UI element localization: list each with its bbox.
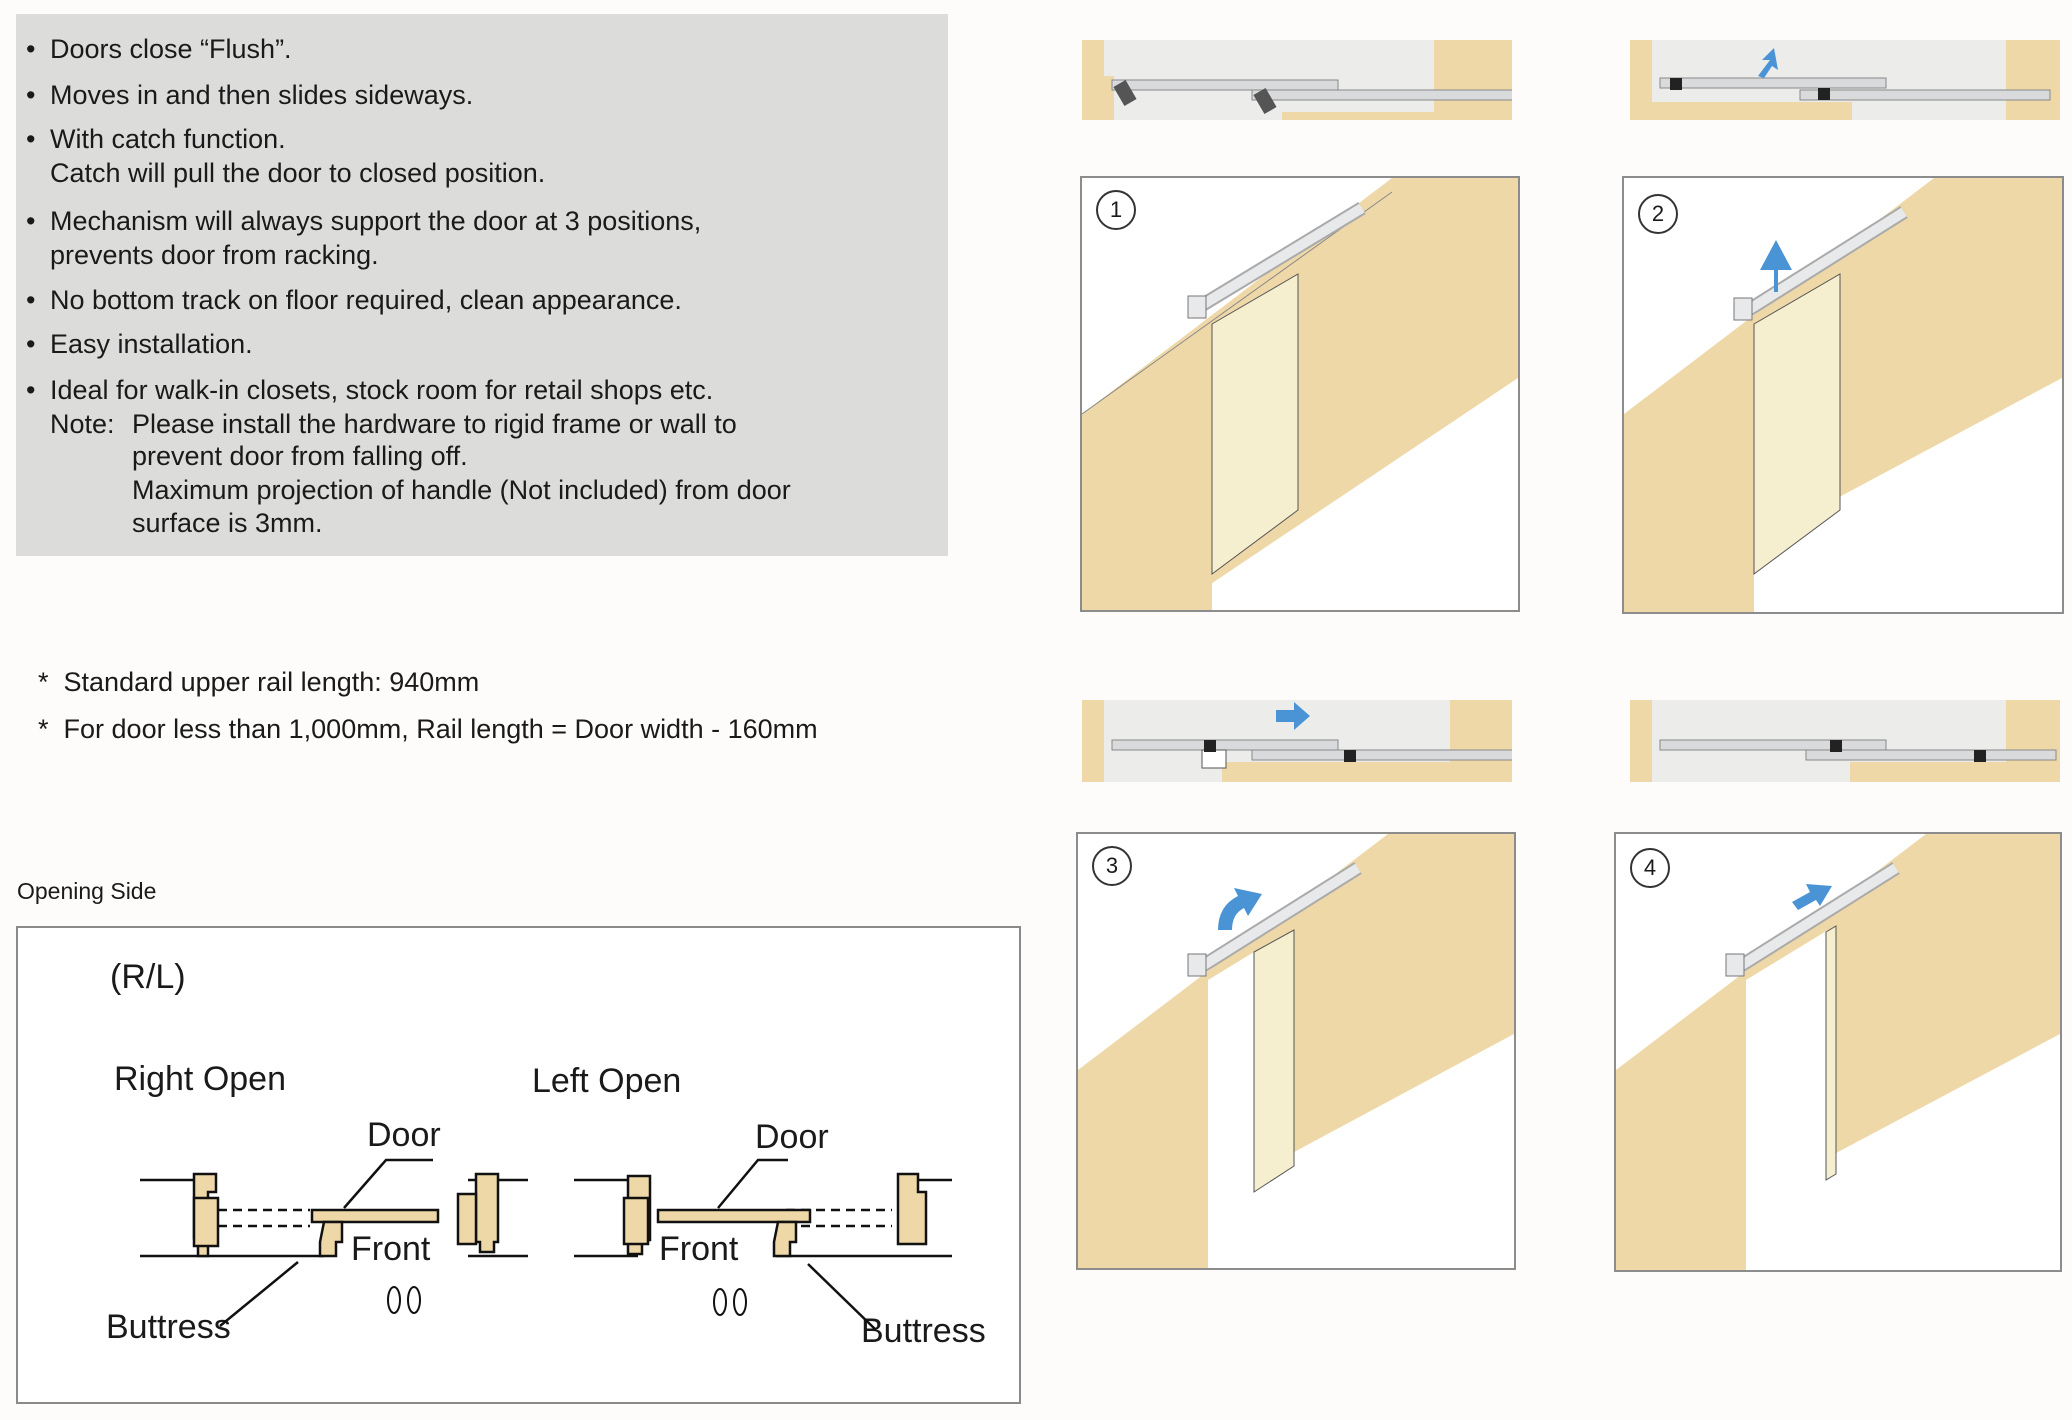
buttress-label: Buttress [106,1308,231,1346]
left-open-title: Left Open [532,1062,682,1100]
door-label: Door [755,1118,829,1156]
door-plan-drawing [140,1158,952,1331]
step-number-3: 3 [1092,846,1132,886]
front-label: Front [351,1230,431,1268]
front-label: Front [659,1230,739,1268]
step-3-plan [1082,700,1512,782]
features-box [16,14,948,556]
feature-text: Mechanism will always support the door a… [50,206,702,236]
right-open-title: Right Open [114,1060,286,1098]
note-label: Note: [50,409,115,439]
door-label: Door [367,1116,441,1154]
spec-text: For door less than 1,000mm, Rail length … [63,714,818,744]
feature-text: With catch function. [50,124,286,154]
note-text: Please install the hardware to rigid fra… [132,409,737,439]
spec-item: * For door less than 1,000mm, Rail lengt… [38,714,818,744]
opening-side-label: Opening Side [17,878,157,904]
note-text: Maximum projection of handle (Not includ… [132,475,791,505]
step-4-panel: 4 [1614,832,2062,1272]
mode-label: (R/L) [110,958,186,996]
spec-text: Standard upper rail length: 940mm [63,667,480,697]
step-number-2: 2 [1638,194,1678,234]
buttress-label: Buttress [861,1312,986,1350]
step-number-4: 4 [1630,848,1670,888]
feature-text: No bottom track on floor required, clean… [50,285,682,315]
step-2-panel: 2 [1622,176,2064,614]
note-text: prevent door from falling off. [132,441,468,471]
spec-item: * Standard upper rail length: 940mm [38,667,480,697]
step-1-plan [1082,40,1512,120]
step-1-panel: 1 [1080,176,1520,612]
feature-text: Doors close “Flush”. [50,34,292,64]
feature-text: Moves in and then slides sideways. [50,80,474,110]
step-2-plan [1630,40,2060,120]
note-text: surface is 3mm. [132,508,323,538]
feature-text: Ideal for walk-in closets, stock room fo… [50,375,714,405]
step-3-panel: 3 [1076,832,1516,1270]
step-number-1: 1 [1096,190,1136,230]
opening-side-diagram: (R/L) Right Open Left Open Door Door Fro… [16,926,1021,1404]
step-4-plan [1630,700,2060,782]
feature-text: Easy installation. [50,329,253,359]
feature-text: Catch will pull the door to closed posit… [50,158,546,188]
feature-text: prevents door from racking. [50,240,379,270]
